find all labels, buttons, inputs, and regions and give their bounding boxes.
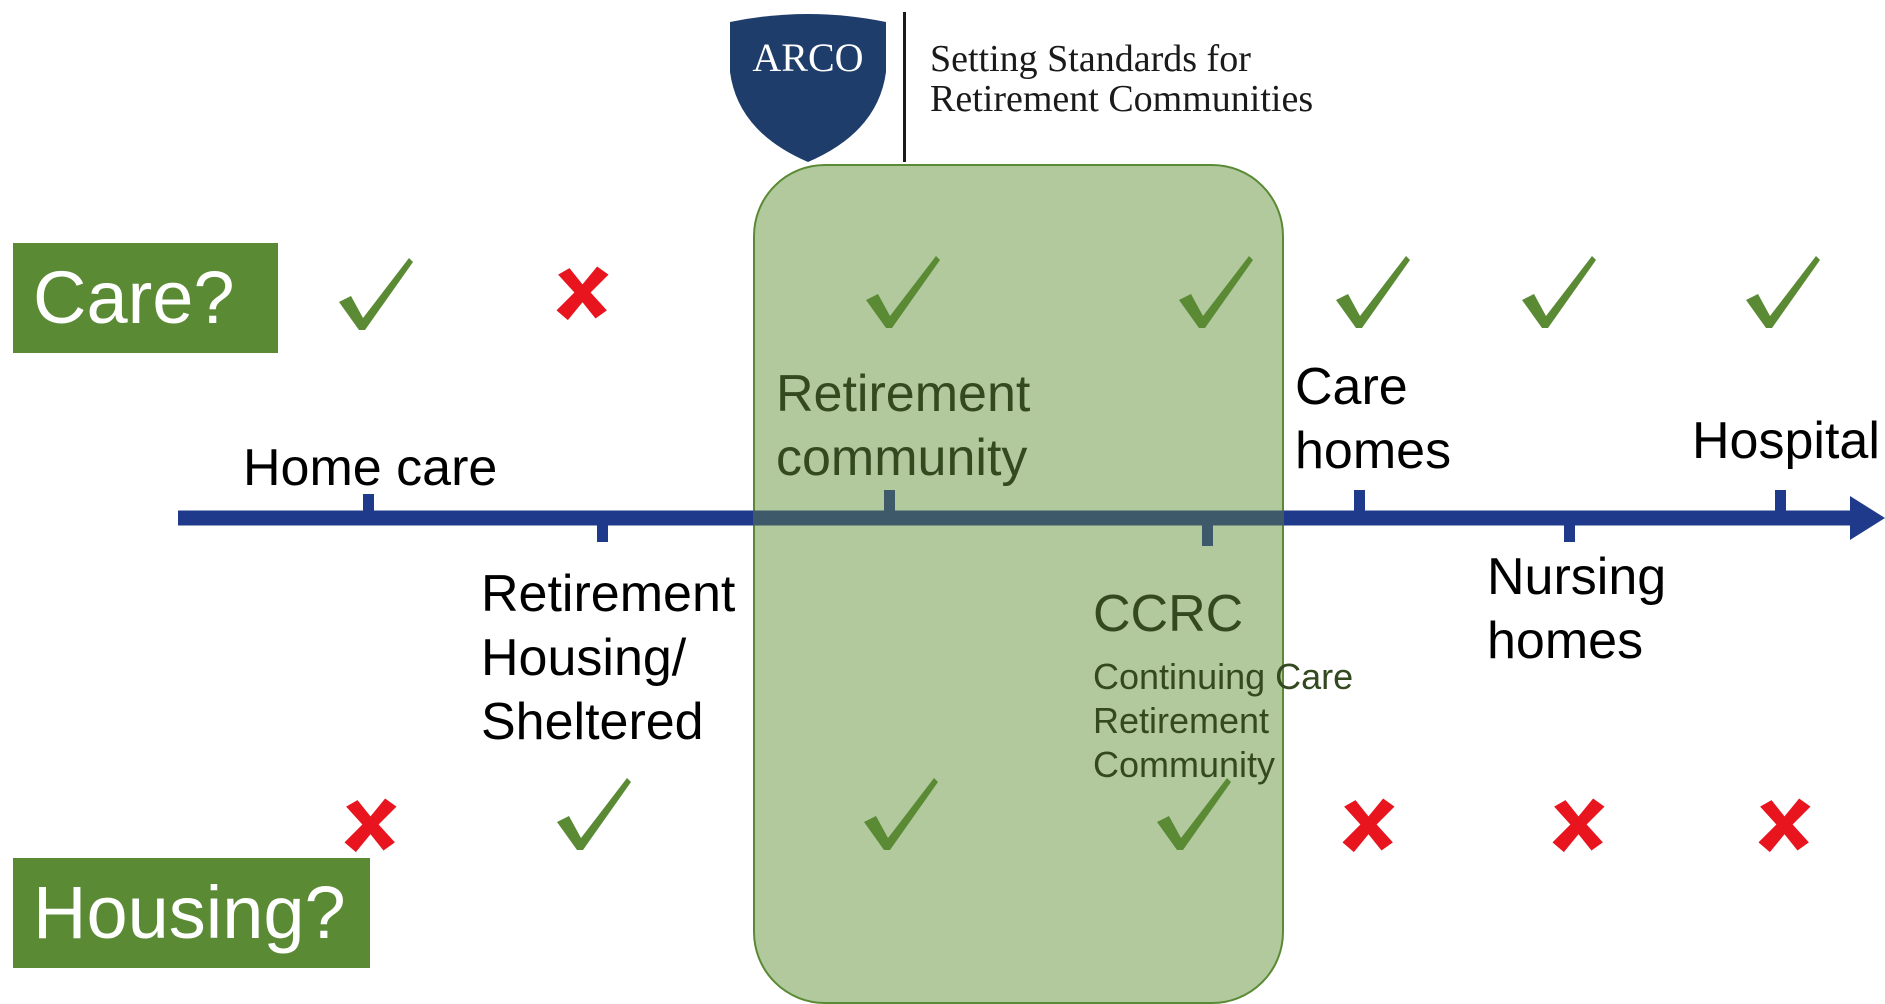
arco-shield-icon: [730, 14, 886, 162]
arco-logo: ARCO: [728, 12, 888, 162]
housing-retirement-community-check-icon: [864, 778, 938, 850]
stage-nursing-homes-line2: homes: [1487, 612, 1644, 670]
tick-care-homes: [1354, 490, 1365, 518]
logo-divider: [903, 12, 906, 162]
ccrc-full-line1: Continuing Care: [1093, 656, 1354, 697]
stage-retirement-housing-line1: Retirement: [481, 565, 736, 623]
stage-retirement-community-line2: community: [776, 429, 1028, 487]
ccrc-full-line3: Community: [1093, 744, 1276, 785]
housing-row-label: Housing?: [13, 858, 370, 968]
stage-hospital: Hospital: [1692, 412, 1880, 470]
care-ccrc-check-icon: [1179, 256, 1253, 328]
care-retirement-community-check-icon: [866, 256, 940, 328]
stage-nursing-homes: Nursing homes: [1487, 545, 1666, 673]
timeline-axis: [178, 490, 1885, 546]
care-retirement-housing-cross-icon: [556, 266, 609, 321]
ccrc-full-line2: Retirement: [1093, 700, 1270, 741]
care-row-label: Care?: [13, 243, 278, 353]
axis-arrowhead: [1850, 496, 1885, 540]
care-home-care-check-icon: [339, 258, 413, 330]
tick-hospital: [1775, 490, 1786, 518]
tick-ccrc: [1202, 518, 1213, 546]
housing-retirement-housing-check-icon: [557, 778, 631, 850]
stage-care-homes-line2: homes: [1295, 422, 1452, 480]
housing-hospital-cross-icon: [1758, 798, 1811, 853]
tick-retirement-community: [884, 490, 895, 518]
stage-retirement-community-line1: Retirement: [776, 365, 1031, 423]
stage-home-care: Home care: [243, 439, 498, 497]
stage-nursing-homes-line1: Nursing: [1487, 548, 1667, 606]
stage-retirement-housing: Retirement Housing/ Sheltered: [481, 562, 735, 754]
tick-home-care: [363, 494, 374, 518]
housing-home-care-cross-icon: [344, 798, 397, 853]
arco-shield-text: ARCO: [752, 35, 864, 80]
tick-nursing-homes: [1564, 518, 1575, 542]
stage-retirement-housing-line3: Sheltered: [481, 693, 704, 751]
logo-tagline-line2: Retirement Communities: [930, 78, 1314, 120]
stage-care-homes-line1: Care: [1295, 358, 1408, 416]
housing-nursing-homes-cross-icon: [1552, 798, 1605, 853]
stage-retirement-community: Retirement community: [776, 362, 1030, 490]
housing-ccrc-check-icon: [1157, 778, 1231, 850]
care-care-homes-check-icon: [1336, 256, 1410, 328]
logo-tagline-line1: Setting Standards for: [930, 38, 1251, 80]
housing-care-homes-cross-icon: [1342, 798, 1395, 853]
stage-ccrc: CCRC: [1093, 585, 1244, 643]
stage-retirement-housing-line2: Housing/: [481, 629, 687, 687]
care-hospital-check-icon: [1746, 256, 1820, 328]
care-nursing-homes-check-icon: [1522, 256, 1596, 328]
stage-care-homes: Care homes: [1295, 355, 1451, 483]
tick-retirement-housing: [597, 518, 608, 542]
stage-ccrc-full-name: Continuing Care Retirement Community: [1093, 655, 1353, 787]
